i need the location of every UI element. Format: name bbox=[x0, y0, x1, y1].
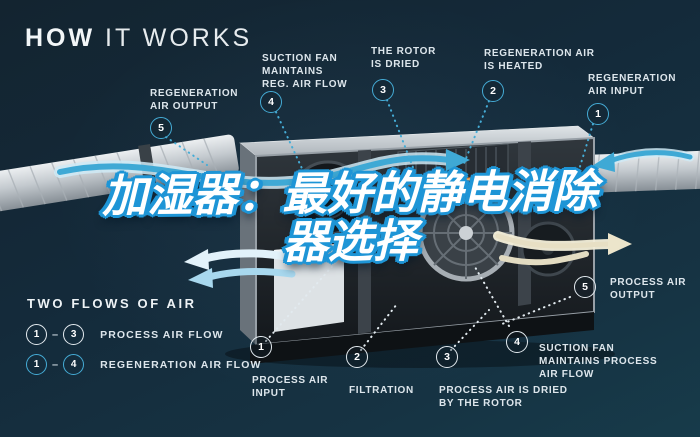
badge-top-3: 3 bbox=[372, 79, 394, 101]
legend-dash-2: – bbox=[52, 358, 59, 371]
badge-bottom-2: 2 bbox=[346, 346, 368, 368]
process-flow-ribbon bbox=[57, 155, 453, 186]
leader-top-3 bbox=[386, 99, 415, 171]
badge-bottom-3: 3 bbox=[436, 346, 458, 368]
badge-bottom-5: 5 bbox=[574, 276, 596, 298]
airflow-arrows bbox=[54, 148, 695, 288]
badge-top-1-num: 1 bbox=[595, 108, 601, 120]
label-process-air-input: PROCESS AIR INPUT bbox=[252, 375, 329, 399]
badge-bottom-5-num: 5 bbox=[582, 281, 588, 293]
badge-bottom-2-num: 2 bbox=[354, 351, 360, 363]
label-regeneration-air-input: REGENERATION AIR INPUT bbox=[588, 73, 677, 97]
legend-circle-from-1b-num: 1 bbox=[33, 359, 40, 370]
machine-left-face bbox=[240, 143, 256, 345]
badge-bottom-1: 1 bbox=[250, 336, 272, 358]
label-process-air-output: PROCESS AIR OUTPUT bbox=[610, 277, 687, 301]
badge-top-5: 5 bbox=[150, 117, 172, 139]
badge-top-2: 2 bbox=[482, 80, 504, 102]
badge-bottom-4: 4 bbox=[506, 331, 528, 353]
badge-top-5-num: 5 bbox=[158, 122, 164, 134]
legend-circle-to-3: 3 bbox=[63, 324, 85, 345]
legend-row-regeneration: 1 – 4 REGENERATION AIR FLOW bbox=[26, 354, 261, 375]
leader-bottom-1 bbox=[265, 261, 337, 342]
leader-top-1 bbox=[574, 123, 594, 184]
label-suction-fan-process: SUCTION FAN MAINTAINS PROCESS AIR FLOW bbox=[539, 343, 658, 380]
leader-lines bbox=[165, 99, 594, 351]
legend-label-process: PROCESS AIR FLOW bbox=[100, 328, 224, 341]
badge-bottom-4-num: 4 bbox=[514, 336, 520, 348]
legend-circle-from-1b: 1 bbox=[26, 354, 47, 375]
leader-bottom-3 bbox=[450, 309, 490, 351]
legend-circle-to-3-num: 3 bbox=[70, 329, 77, 340]
label-regeneration-air-output: REGENERATION AIR OUTPUT bbox=[150, 88, 239, 112]
label-suction-fan-reg: SUCTION FAN MAINTAINS REG. AIR FLOW bbox=[262, 53, 348, 90]
legend-circle-from-1: 1 bbox=[26, 324, 47, 345]
label-filtration: FILTRATION bbox=[349, 385, 414, 396]
legend-dash: – bbox=[52, 328, 59, 341]
badge-top-4-num: 4 bbox=[268, 96, 274, 108]
title-bold: HOW bbox=[25, 24, 96, 52]
badge-bottom-3-num: 3 bbox=[444, 351, 450, 363]
legend-circle-to-4: 4 bbox=[63, 354, 85, 375]
leader-top-2 bbox=[462, 100, 490, 167]
label-rotor-is-dried: THE ROTOR IS DRIED bbox=[371, 46, 437, 70]
machine-body bbox=[239, 125, 595, 364]
label-process-air-dried: PROCESS AIR IS DRIED BY THE ROTOR bbox=[439, 385, 568, 409]
legend-label-regeneration: REGENERATION AIR FLOW bbox=[100, 358, 262, 371]
badge-top-4: 4 bbox=[260, 91, 282, 113]
badge-top-1: 1 bbox=[587, 103, 609, 125]
label-regen-air-heated: REGENERATION AIR IS HEATED bbox=[484, 48, 595, 72]
leader-bottom-5 bbox=[501, 296, 571, 325]
leader-bottom-2 bbox=[360, 303, 398, 351]
badge-top-3-num: 3 bbox=[380, 84, 386, 96]
badge-bottom-1-num: 1 bbox=[258, 341, 264, 353]
leader-bottom-4 bbox=[474, 266, 510, 327]
legend-circle-from-1-num: 1 bbox=[33, 329, 40, 340]
divider-panel-2 bbox=[518, 138, 531, 306]
inner-swoosh bbox=[342, 186, 471, 198]
page-title: HOW IT WORKS bbox=[25, 24, 252, 53]
divider-panel bbox=[358, 149, 371, 334]
dried-air-ribbon bbox=[495, 233, 615, 249]
badge-top-2-num: 2 bbox=[490, 85, 496, 97]
title-light: IT WORKS bbox=[95, 24, 253, 52]
filter-panel bbox=[274, 243, 344, 332]
legend-row-process: 1 – 3 PROCESS AIR FLOW bbox=[26, 324, 224, 345]
legend-heading: TWO FLOWS OF AIR bbox=[27, 296, 197, 311]
legend-circle-to-4-num: 4 bbox=[70, 359, 77, 370]
